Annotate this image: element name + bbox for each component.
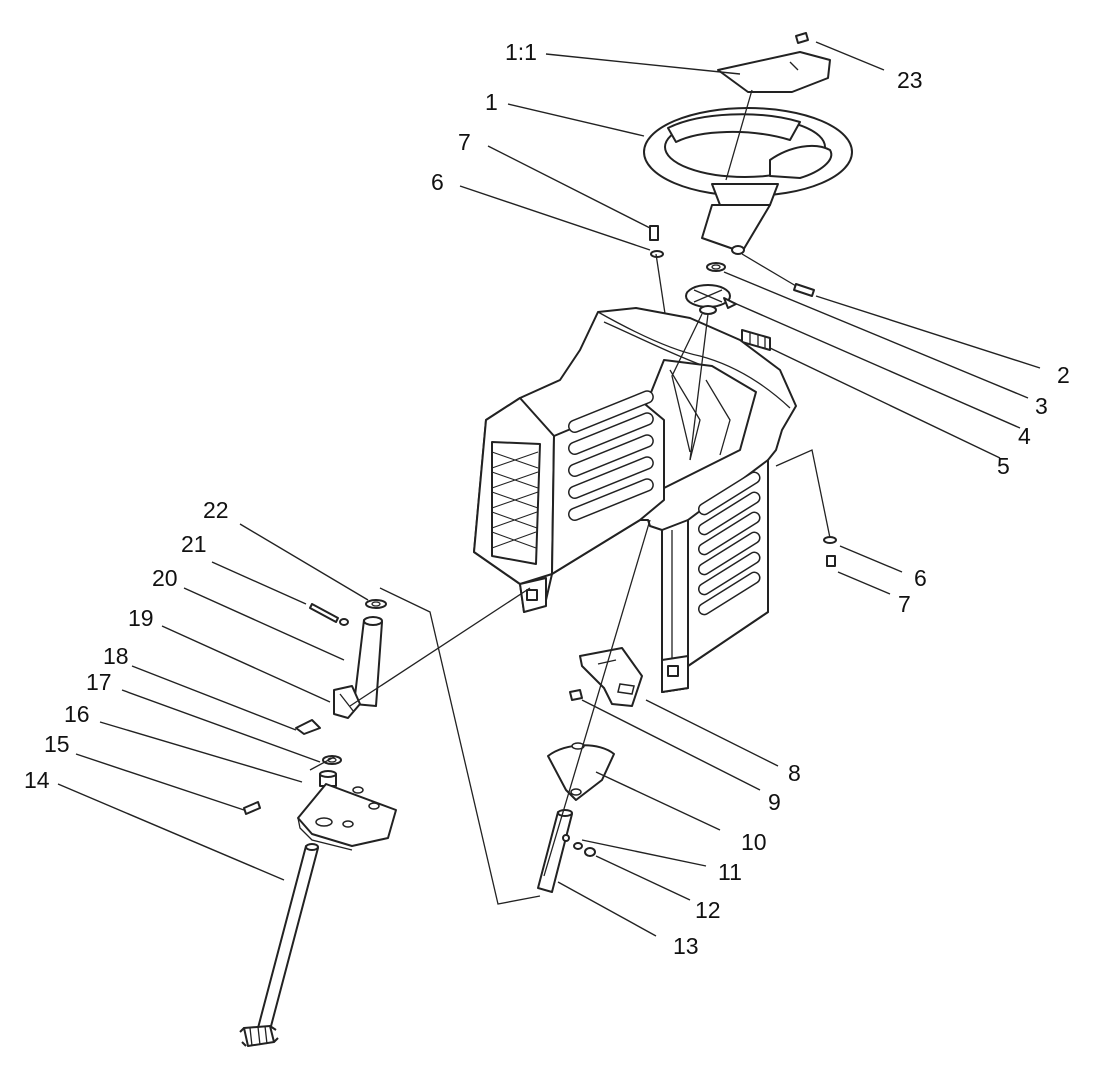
steering-wheel [643,107,853,255]
lower-shaft [537,809,573,893]
label-20: 20 [152,565,178,591]
bushing [685,284,737,315]
label-18: 18 [103,643,129,669]
steering-shaft-with-pinion [239,843,319,1047]
label-22: 22 [203,497,229,523]
bushing-16 [319,770,337,787]
bolt-and-nut [562,834,596,857]
label-6-right: 6 [914,565,927,591]
shield [547,742,615,801]
label-21: 21 [181,531,207,557]
u-joint [333,685,361,719]
label-12: 12 [695,897,721,923]
roll-pin [741,253,815,297]
clip [741,329,771,351]
label-17: 17 [86,669,112,695]
mounting-plate [297,783,397,851]
clip-18 [295,719,321,735]
washer-22 [365,599,387,609]
bracket [579,647,643,707]
explode-lines [309,89,753,905]
label-5: 5 [997,453,1010,479]
leader-lines [57,41,1041,937]
label-1-1: 1:1 [505,39,537,65]
label-7-top: 7 [458,129,471,155]
label-10: 10 [741,829,767,855]
label-23: 23 [897,67,923,93]
washer [706,262,726,272]
cap-screw [795,32,809,44]
steering-wheel-cap [717,51,831,93]
label-19: 19 [128,605,154,631]
label-6-top: 6 [431,169,444,195]
label-11: 11 [718,859,742,885]
nut [569,689,583,701]
screw-15 [243,801,261,815]
steering-column-tube [353,616,383,707]
label-14: 14 [24,767,50,793]
console-housing [473,307,797,693]
label-8: 8 [788,760,801,786]
label-9: 9 [768,789,781,815]
part-labels: 1:1 23 1 7 6 2 3 4 5 6 7 8 9 10 11 12 13… [24,39,1070,959]
bolt-21 [309,603,349,626]
label-7-right: 7 [898,591,911,617]
label-3: 3 [1035,393,1048,419]
label-15: 15 [44,731,70,757]
label-13: 13 [673,933,699,959]
label-4: 4 [1018,423,1031,449]
label-2: 2 [1057,362,1070,388]
washer-17 [322,755,342,765]
label-16: 16 [64,701,90,727]
label-1: 1 [485,89,498,115]
right-screw-and-washer [775,449,837,567]
